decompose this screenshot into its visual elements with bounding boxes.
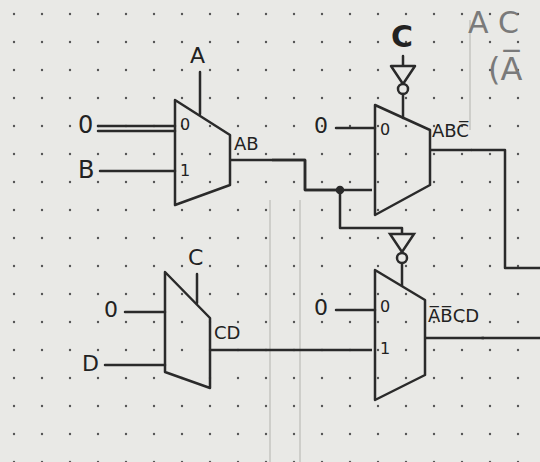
- signal-label: (A̅: [488, 52, 522, 87]
- output-wire: [482, 337, 540, 340]
- wire-connector: [244, 349, 372, 352]
- mux-outline: [375, 270, 425, 400]
- inverter-symbol: [390, 234, 414, 252]
- output-wire: [425, 337, 484, 340]
- select-wire: [402, 94, 405, 118]
- mux-block: CD: [162, 268, 244, 393]
- signal-label: 0: [78, 112, 93, 138]
- signal-label: 0: [314, 296, 328, 320]
- input-wire: [336, 127, 375, 130]
- input-wire: [125, 311, 165, 314]
- inverter-bubble: [397, 253, 407, 263]
- input-wire: [98, 130, 175, 133]
- input-wire: [98, 125, 175, 128]
- output-wire: [472, 150, 540, 268]
- signal-label: A C: [468, 6, 519, 39]
- signal-label: A: [190, 44, 205, 68]
- signal-label: C: [391, 20, 413, 53]
- inverter-symbol: [391, 66, 415, 84]
- mux-text: ABC̅: [432, 121, 469, 141]
- pencil-traces: [270, 20, 470, 462]
- signal-label: C: [188, 246, 203, 270]
- select-wire: [199, 72, 202, 114]
- mux-shape: [172, 98, 272, 210]
- mux-block: 0 ABC̅: [372, 103, 472, 218]
- mux-outline: [165, 272, 210, 388]
- signal-label: 0: [314, 114, 328, 138]
- mux-text: 0: [380, 121, 390, 139]
- junction-dot: [337, 187, 343, 193]
- mux-text: AB: [234, 134, 259, 154]
- inverter-bubble: [398, 84, 408, 94]
- wire-connector: [272, 160, 372, 190]
- mux-text: A̅B̅CD: [428, 306, 479, 326]
- mux-shape: [372, 268, 484, 403]
- input-wire: [336, 309, 375, 312]
- mux-block: 0 1 A̅B̅CD: [372, 268, 484, 403]
- select-wire: [196, 274, 199, 303]
- signal-label: 0: [104, 298, 118, 322]
- select-wire: [402, 56, 405, 66]
- mux-block: 0 1 AB: [172, 98, 272, 210]
- mux-text: 0: [380, 298, 390, 316]
- signal-label: B: [78, 157, 94, 183]
- mux-text: CD: [214, 323, 240, 343]
- output-wire: [430, 149, 472, 152]
- connectors: [244, 160, 402, 350]
- mux-outline: [375, 105, 430, 215]
- output-wire: [230, 159, 272, 162]
- select-wire: [401, 268, 404, 286]
- mux-text: 0: [180, 116, 190, 134]
- output-wire: [210, 349, 244, 352]
- signal-label: D: [82, 352, 99, 376]
- mux-text: 1: [180, 162, 190, 180]
- mux-text: 1: [380, 340, 390, 358]
- input-wire: [100, 170, 175, 173]
- mux-outline: [175, 100, 230, 205]
- wire-connector: [272, 160, 402, 268]
- input-wire: [105, 364, 165, 367]
